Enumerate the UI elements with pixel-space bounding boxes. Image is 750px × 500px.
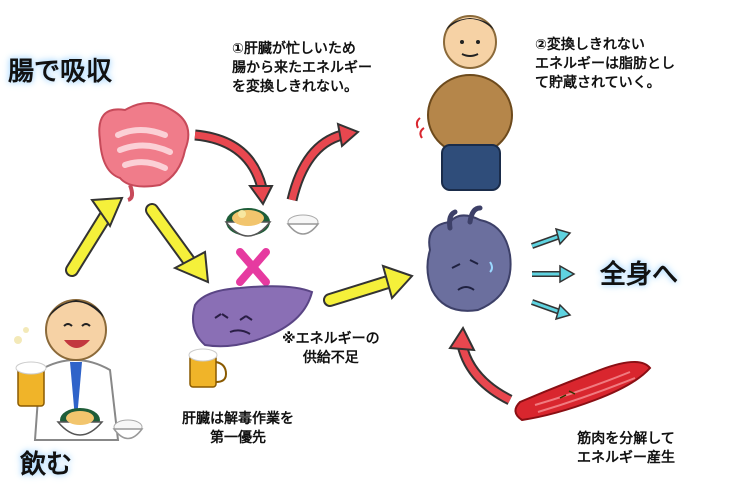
red-arrow-from-muscle (448, 325, 513, 405)
intestine-absorb-label: 腸で吸収 (8, 57, 113, 87)
heart-icon (426, 205, 512, 312)
cross-icon (236, 248, 270, 286)
rice-bowl-icon (286, 214, 320, 235)
muscle-icon (514, 361, 652, 422)
drink-rice-bowl-icon (112, 419, 144, 440)
drink-ramen-icon (56, 408, 104, 436)
red-arrow-to-food (194, 129, 274, 206)
ramen-icon (224, 208, 272, 237)
drinking-man-icon (14, 299, 120, 441)
intestine-icon (98, 102, 190, 202)
cyan-arrows (530, 227, 576, 321)
drink-label: 飲む (20, 450, 73, 480)
whole-body-label: 全身へ (600, 260, 679, 290)
liver-icon (192, 285, 314, 348)
yellow-arrow-right (323, 264, 414, 307)
yellow-arrow-down (145, 203, 210, 284)
note2-label: ②変換しきれない エネルギーは脂肪とし て貯蔵されていく。 (535, 37, 675, 91)
supply-short-label: ※エネルギーの 供給不足 (282, 331, 380, 366)
yellow-arrow-up (65, 196, 124, 277)
beer-icon (188, 348, 228, 388)
muscle-breakdown-label: 筋肉を分解して エネルギー産生 (577, 431, 675, 466)
red-arrow-to-fat (286, 122, 360, 202)
liver-priority-label: 肝臓は解毒作業を 第一優先 (182, 411, 294, 446)
note1-label: ①肝臓が忙しいため 腸から来たエネルギー を変換しきれない。 (232, 41, 372, 95)
overweight-man-icon (415, 15, 513, 191)
